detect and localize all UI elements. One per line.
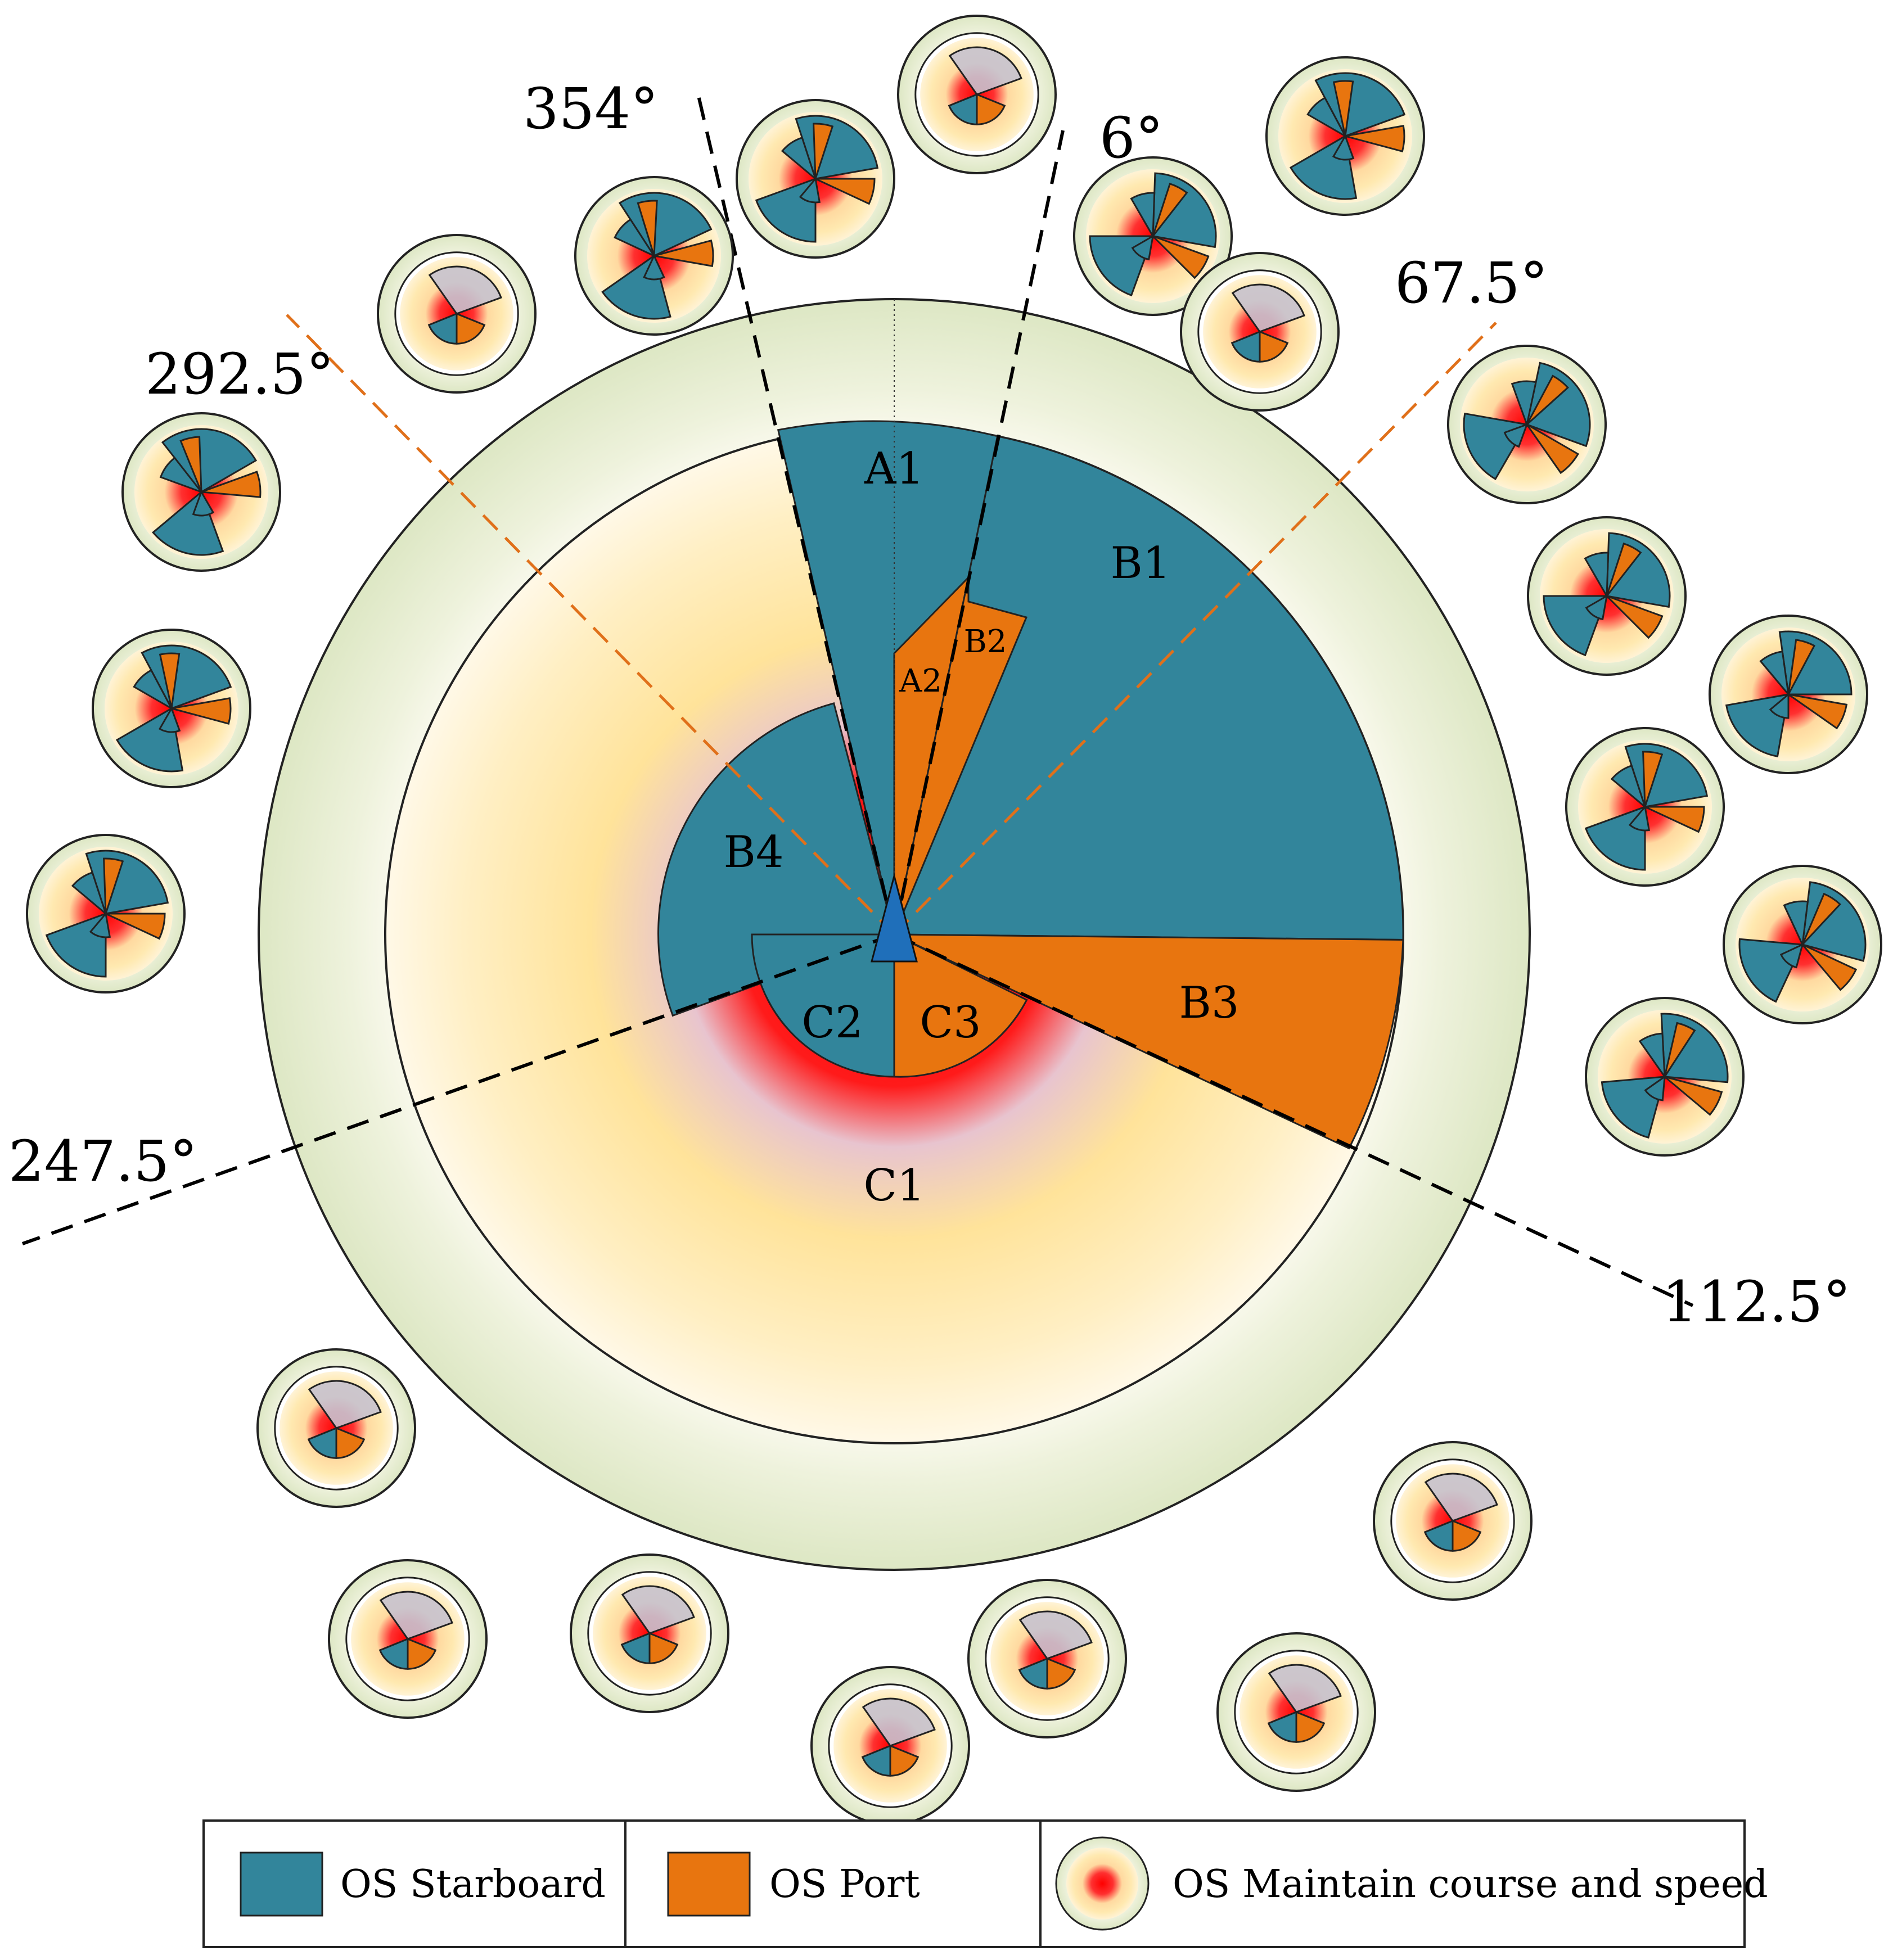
situation-icon [1565,727,1725,887]
sector-B1 [893,435,1404,941]
situation-icon [570,1553,729,1713]
situation-icon [736,99,895,259]
legend-label-maintain: OS Maintain course and speed [1173,1862,1768,1907]
situation-icon [121,412,281,572]
label-C1: C1 [863,1160,925,1211]
legend-box [202,1819,1746,1948]
label-B4: B4 [724,827,784,878]
situation-icon [1447,345,1607,504]
situation-icon [967,1579,1127,1738]
situation-icon [26,834,186,993]
label-A2: A2 [899,663,942,699]
situation-icon [1585,997,1745,1157]
boundary-112 [893,933,1694,1307]
label-B3: B3 [1179,978,1240,1028]
legend-swatch-starboard [240,1851,323,1917]
situation-icon [1180,252,1340,412]
angle-354: 354° [523,76,659,142]
situation-icon [1527,516,1687,676]
situation-icon [256,1348,416,1508]
boundary-354 [696,91,896,935]
sector-C2 [751,933,895,1078]
boundary-6 [893,130,1065,935]
angle-247: 247.5° [8,1128,197,1194]
sector-B3 [894,933,1404,1150]
angle-112: 112.5° [1662,1269,1851,1335]
situation-icon [1709,615,1868,774]
situation-icon [377,234,537,394]
label-B2: B2 [964,624,1007,660]
sector-C3 [893,933,1028,1078]
angle-292: 292.5° [145,341,334,407]
sector-A1 [777,420,999,935]
situation-icon [1723,865,1882,1024]
legend-label-starboard: OS Starboard [340,1862,606,1907]
label-A1: A1 [864,444,924,494]
situation-icon [1216,1632,1376,1792]
boundary-292 [286,314,895,936]
sector-B2 [893,577,1028,935]
situation-icon [328,1559,488,1719]
legend: OS Starboard OS Port OS Maintain course … [202,1819,1768,1948]
situation-icons [26,15,1882,1826]
angle-67: 67.5° [1395,250,1548,316]
legend-swatch-port [667,1851,751,1917]
situation-icon [1073,156,1233,316]
triangle-ship-icon [871,873,918,963]
situation-icon [897,15,1057,174]
label-C2: C2 [801,997,863,1048]
situation-icon [810,1666,970,1826]
boundary-247 [21,933,895,1245]
situation-icon [1265,56,1425,216]
legend-label-port: OS Port [769,1862,920,1907]
situation-icon [92,629,251,788]
label-C3: C3 [920,997,981,1048]
boundary-67 [893,322,1497,936]
label-B1: B1 [1111,538,1171,589]
situation-icon [1373,1441,1533,1601]
legend-swatch-maintain [1066,1848,1138,1920]
situation-icon [574,176,734,336]
